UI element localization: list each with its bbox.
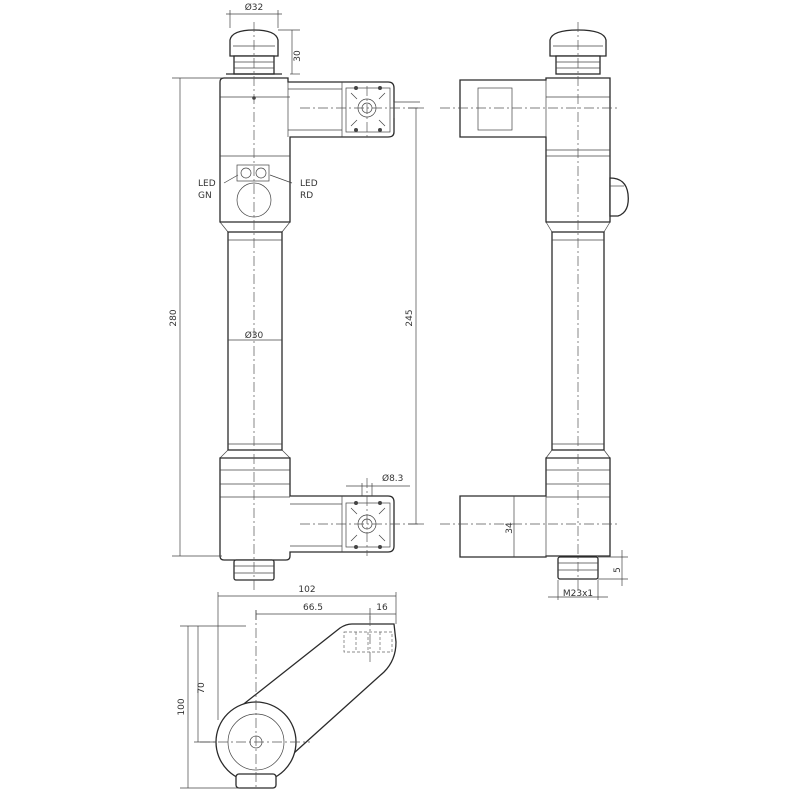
dim-arm-offset: 16 (376, 603, 388, 613)
dim-arm-depth: 70 (197, 682, 207, 694)
top-view (200, 610, 397, 790)
dim-axis-offset: 66.5 (303, 603, 323, 613)
dim-thread-spec: M23x1 (563, 589, 593, 599)
dim-tube-diameter: Ø30 (245, 330, 264, 341)
dim-top-diameter: Ø32 (245, 2, 264, 13)
front-dimensions: Ø32 30 280 245 Ø30 Ø8.3 (169, 2, 424, 557)
led-left-color: GN (198, 191, 212, 201)
led-right-label: LED (300, 179, 318, 189)
dim-mount-spacing: 245 (405, 309, 415, 326)
dim-overall-height: 280 (169, 309, 179, 326)
led-left-label: LED (198, 179, 216, 189)
top-dimensions: 102 66.5 16 100 70 (177, 585, 397, 789)
dim-cap-height: 30 (293, 50, 303, 62)
side-view (440, 22, 629, 590)
dim-arm-height: 34 (505, 522, 515, 534)
dim-hole-diameter: Ø8.3 (382, 473, 403, 484)
side-dimensions: 34 5 M23x1 (505, 496, 628, 600)
led-labels: LED GN LED RD (198, 179, 318, 201)
dim-overall-width: 102 (298, 585, 315, 595)
dim-thread-length: 5 (613, 567, 623, 573)
led-right-color: RD (300, 191, 313, 201)
dim-overall-depth: 100 (177, 698, 187, 715)
front-view (219, 22, 420, 590)
